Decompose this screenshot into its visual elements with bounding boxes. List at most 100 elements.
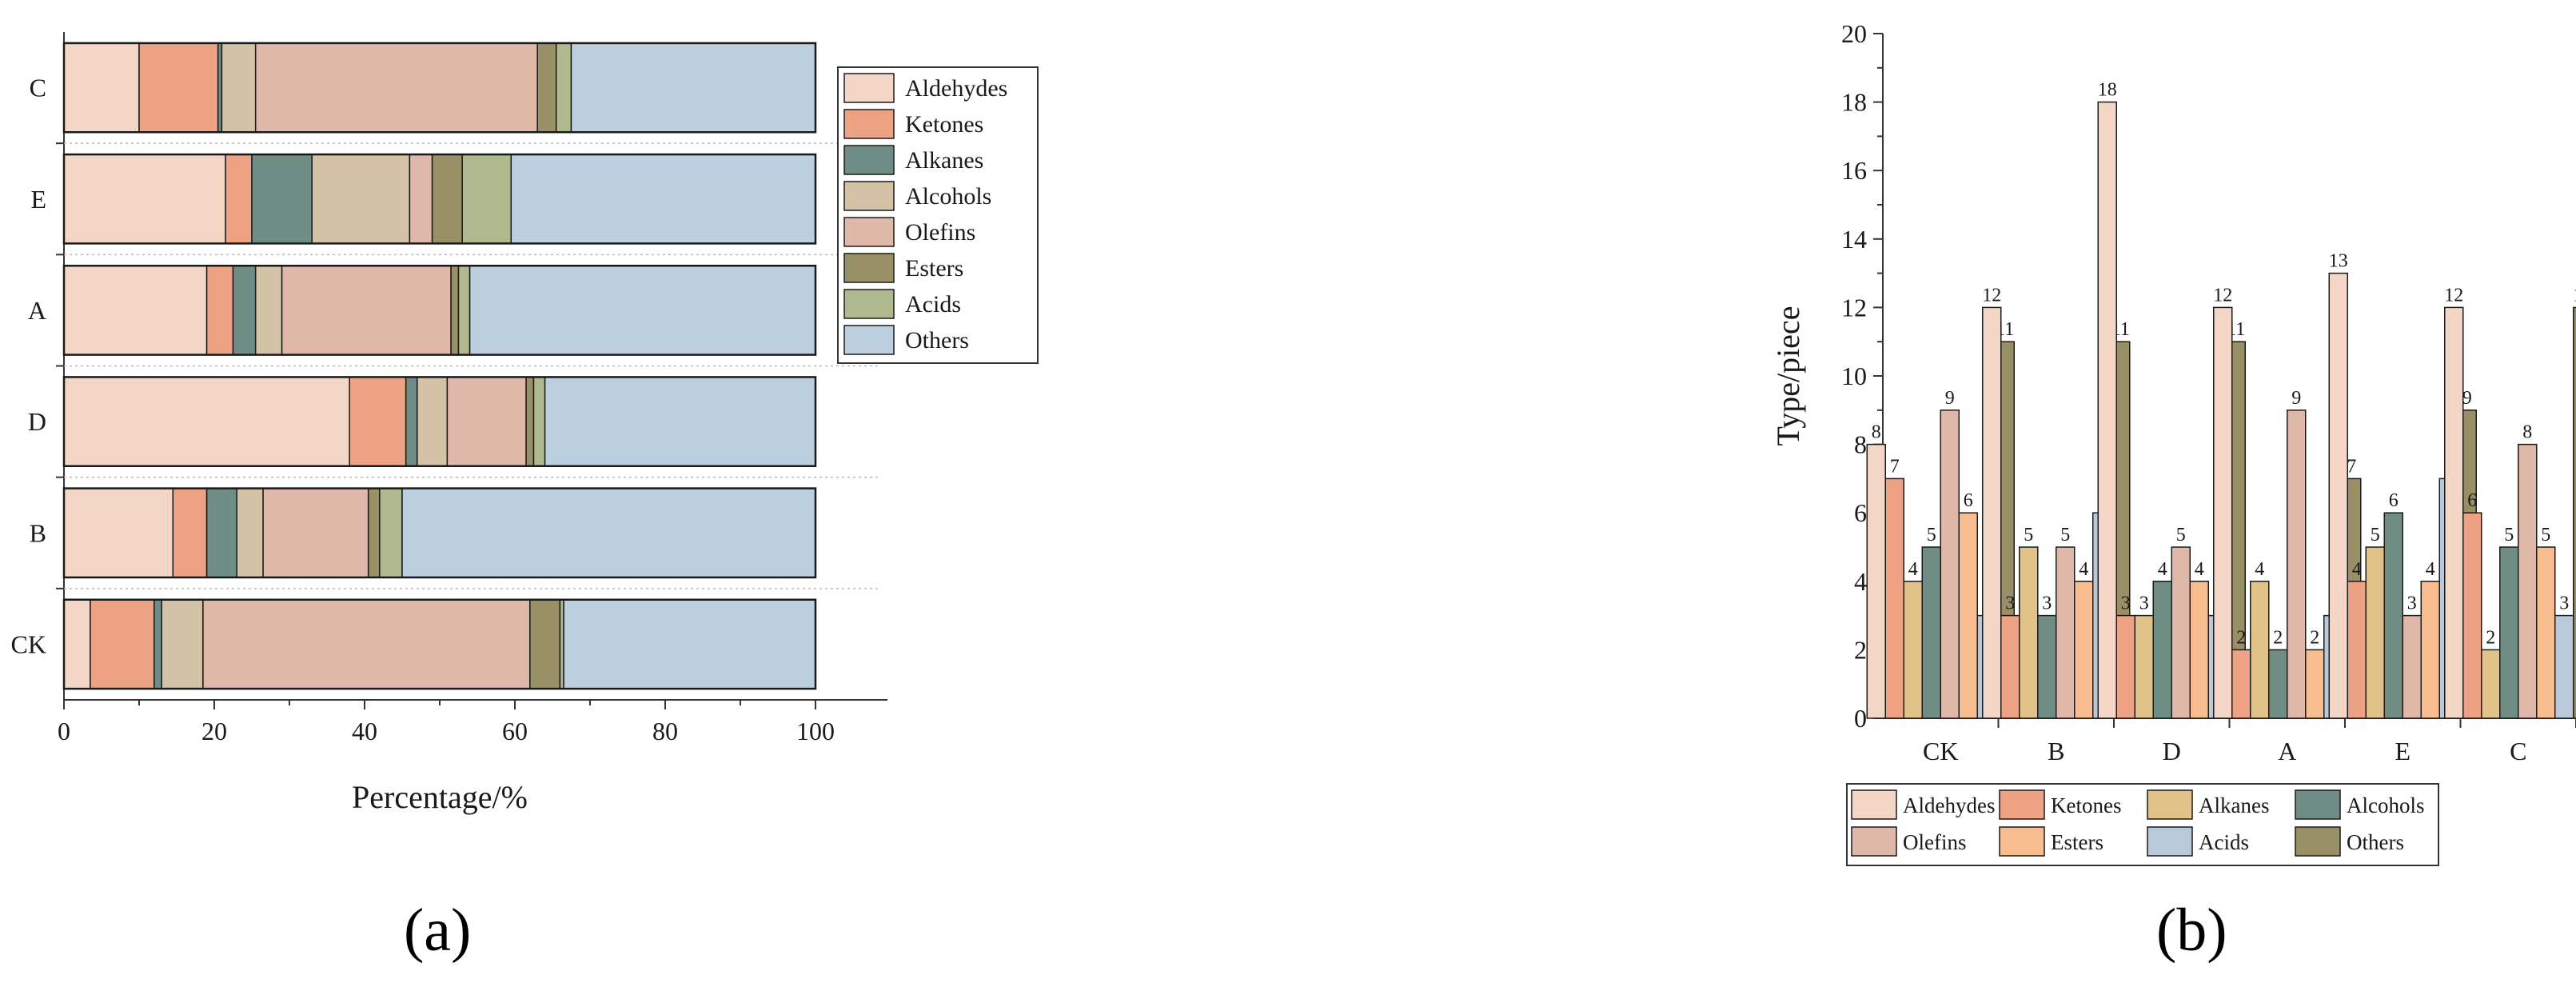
bar-segment-alcohols xyxy=(221,42,257,134)
bar-ketones xyxy=(2231,649,2251,719)
legend-label: Esters xyxy=(2051,830,2103,854)
legend-swatch xyxy=(1999,826,2045,857)
bar-segment-aldehydes xyxy=(63,487,174,578)
data-label: 7 xyxy=(1890,456,1900,477)
bar-segment-acids xyxy=(457,265,471,356)
bar-segment-alkanes xyxy=(405,376,418,467)
data-label: 12 xyxy=(1982,285,2001,306)
data-label: 18 xyxy=(2098,80,2117,101)
bar-outline xyxy=(62,42,817,134)
y-tick-label: 14 xyxy=(1841,225,1867,254)
y-tick-label: 12 xyxy=(1841,293,1867,322)
bar-segment-olefins xyxy=(202,599,531,689)
data-label: 3 xyxy=(2559,593,2569,614)
legend-label: Alkanes xyxy=(2199,793,2269,817)
bar-segment-olefins xyxy=(254,42,538,134)
bar-alcohols xyxy=(2268,649,2288,719)
bar-segment-olefins xyxy=(446,376,527,467)
bar-ketones xyxy=(2115,614,2135,719)
bar-ketones xyxy=(2000,614,2020,719)
bar-segment-ketones xyxy=(172,487,208,578)
y-tick-label: 4 xyxy=(1854,567,1867,596)
bar-segment-alkanes xyxy=(154,599,162,689)
category-label: D xyxy=(28,407,46,436)
legend-swatch xyxy=(1999,789,2045,820)
bar-segment-ketones xyxy=(90,599,155,689)
bar-olefins xyxy=(2402,614,2422,719)
bar-alkanes xyxy=(2134,614,2154,719)
legend-swatch xyxy=(843,73,895,103)
bar-segment-ketones xyxy=(225,154,253,245)
bar-segment-ketones xyxy=(138,42,219,134)
y-tick-label: 6 xyxy=(1854,498,1867,527)
bar-esters xyxy=(1958,512,1978,719)
bar-aldehydes xyxy=(2444,306,2464,719)
bar-olefins xyxy=(2518,443,2538,719)
data-label: 3 xyxy=(2407,593,2417,614)
y-tick-label: 2 xyxy=(1854,635,1867,664)
bar-ketones xyxy=(2347,581,2367,719)
category-label: D xyxy=(2163,737,2181,765)
bar-alcohols xyxy=(2499,546,2519,719)
category-label: E xyxy=(2395,737,2411,765)
x-tick-label: 40 xyxy=(352,717,377,745)
data-label: 5 xyxy=(2371,525,2380,545)
data-label: 2 xyxy=(2310,627,2319,648)
category-label: A xyxy=(2278,737,2296,765)
legend-label: Others xyxy=(905,327,969,354)
y-tick-label: 0 xyxy=(1854,704,1867,733)
bar-segment-alkanes xyxy=(232,265,257,356)
legend-swatch xyxy=(843,109,895,139)
x-tick-label: 20 xyxy=(201,717,227,745)
bar-segment-olefins xyxy=(281,265,452,356)
bar-segment-acids xyxy=(532,376,546,467)
bar-segment-alcohols xyxy=(161,599,204,689)
data-label: 9 xyxy=(2462,388,2472,409)
data-label: 5 xyxy=(2541,525,2550,545)
data-label: 13 xyxy=(2329,251,2348,272)
bar-alkanes xyxy=(2365,546,2385,719)
legend-label: Olefins xyxy=(1903,830,1966,854)
grouped-bar-chart: 02468101214161820Type/piece874596311CK12… xyxy=(1770,19,2576,866)
y-tick-label: 16 xyxy=(1841,156,1867,185)
category-label: C xyxy=(2510,737,2526,765)
bar-alcohols xyxy=(2383,512,2403,719)
legend-swatch xyxy=(843,289,895,319)
legend-label: Others xyxy=(2347,830,2404,854)
bar-alcohols xyxy=(2152,581,2172,719)
data-label: 7 xyxy=(2347,456,2356,477)
bar-segment-alcohols xyxy=(254,265,283,356)
bar-outline xyxy=(62,598,817,690)
x-axis-label: Percentage/% xyxy=(352,779,528,815)
data-label: 5 xyxy=(2176,525,2186,545)
bar-segment-alkanes xyxy=(205,487,237,578)
bar-segment-aldehydes xyxy=(63,42,140,134)
data-label: 2 xyxy=(2486,627,2495,648)
bar-segment-aldehydes xyxy=(63,265,208,356)
legend-swatch xyxy=(2147,826,2193,857)
data-label: 9 xyxy=(2291,388,2301,409)
bar-esters xyxy=(2305,649,2325,719)
legend-label: Alcohols xyxy=(2347,793,2425,817)
bar-olefins xyxy=(1940,410,1960,719)
bar-aldehydes xyxy=(2213,306,2233,719)
bar-segment-aldehydes xyxy=(63,376,350,467)
bar-olefins xyxy=(2056,546,2076,719)
bar-outline xyxy=(62,153,817,245)
legend-swatch xyxy=(2147,789,2193,820)
legend-swatch xyxy=(2295,789,2341,820)
bar-aldehydes xyxy=(1866,443,1886,719)
y-tick-label: 10 xyxy=(1841,362,1867,390)
legend-label: Olefins xyxy=(905,219,975,246)
bar-others xyxy=(2573,306,2576,719)
legend-swatch xyxy=(2295,826,2341,857)
bar-segment-others xyxy=(401,487,816,578)
category-label: CK xyxy=(11,629,46,658)
category-label: A xyxy=(28,296,46,325)
bar-alkanes xyxy=(2019,546,2039,719)
data-label: 6 xyxy=(2389,490,2399,511)
legend-swatch xyxy=(1851,826,1897,857)
bar-segment-others xyxy=(544,376,816,467)
category-label: C xyxy=(30,74,46,102)
